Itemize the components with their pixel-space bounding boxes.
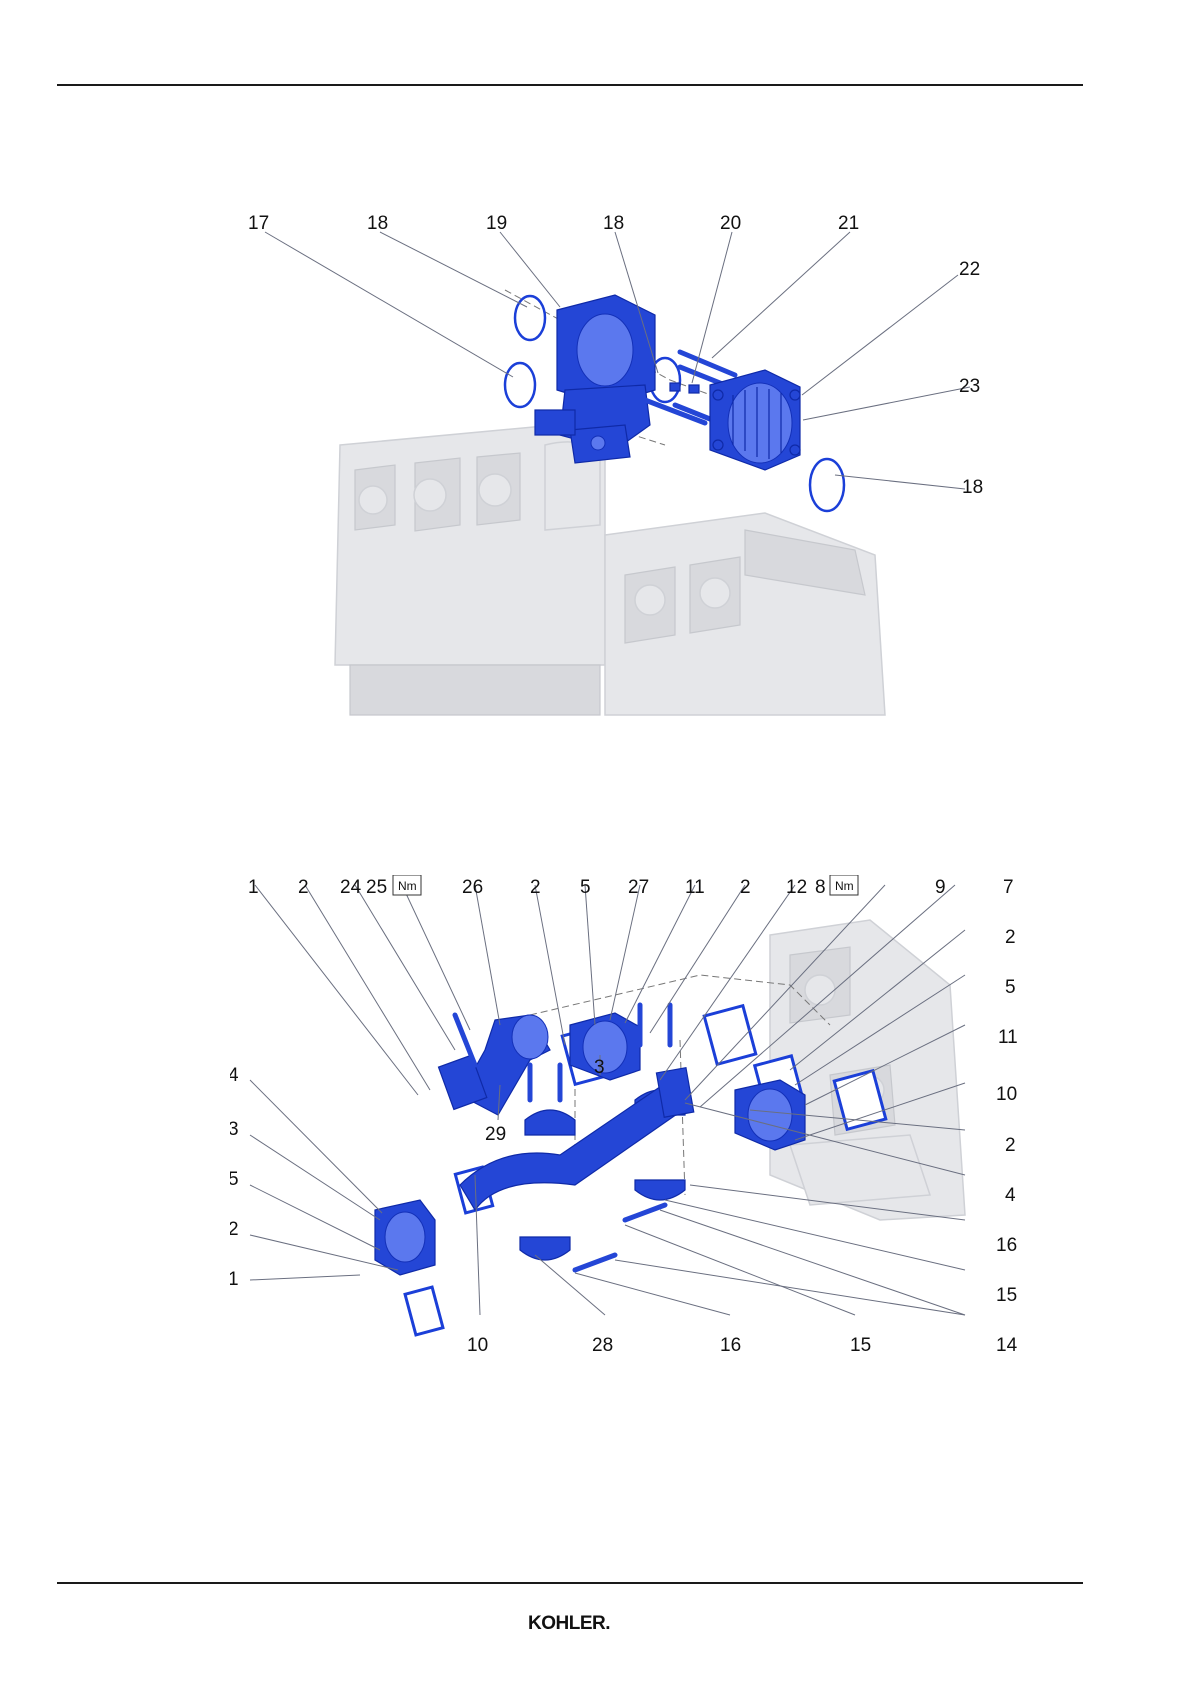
callout-5-left: 5 <box>230 1169 239 1190</box>
fitting-20b <box>689 385 699 393</box>
callout-4-left: 4 <box>230 1065 239 1086</box>
callout-5-right: 5 <box>1005 977 1016 998</box>
callout-23: 23 <box>959 376 980 397</box>
o-ring-17 <box>505 363 535 407</box>
gasket-2b <box>704 1006 756 1065</box>
callout-2-right-b: 2 <box>1005 1135 1016 1156</box>
clamp-28 <box>520 1237 570 1260</box>
callout-10-right: 10 <box>996 1084 1017 1105</box>
callout-15-right: 15 <box>996 1285 1017 1306</box>
callout-2-top-c: 2 <box>740 877 751 898</box>
callout-18-c: 18 <box>962 477 983 498</box>
callout-11-right: 11 <box>998 1027 1018 1048</box>
bellows-11 <box>735 1080 805 1150</box>
clamp-upper <box>525 1110 575 1135</box>
engine-block-background <box>335 425 885 715</box>
callout-8: 8 <box>815 877 826 898</box>
bellows-22 <box>710 370 800 470</box>
callout-18-a: 18 <box>367 213 388 234</box>
gasket-2f <box>405 1287 443 1335</box>
callout-1-top: 1 <box>248 877 259 898</box>
callout-9: 9 <box>935 877 946 898</box>
callout-25: 25 <box>366 877 387 898</box>
fitting-20a <box>670 383 680 391</box>
exploded-view-bottom: Nm Nm 1 2 24 25 26 2 5 27 11 2 12 8 9 7 … <box>230 875 1085 1400</box>
o-ring-18-left <box>515 296 545 340</box>
exploded-view-top: 17 18 19 18 20 21 22 23 18 <box>205 195 1085 720</box>
callout-7: 7 <box>1003 877 1014 898</box>
callout-22: 22 <box>959 259 980 280</box>
callout-26: 26 <box>462 877 483 898</box>
exploded-view-bottom-svg: Nm Nm 1 2 24 25 26 2 5 27 11 2 12 8 9 7 … <box>230 875 1085 1400</box>
callout-27: 27 <box>628 877 649 898</box>
exploded-view-top-svg: 17 18 19 18 20 21 22 23 18 <box>205 195 1085 720</box>
header-rule <box>57 84 1083 86</box>
callout-28: 28 <box>592 1335 613 1356</box>
torque-label-8: Nm <box>835 879 854 893</box>
callout-11-top: 11 <box>685 877 705 898</box>
callout-29: 29 <box>485 1124 506 1145</box>
bolt-14 <box>575 1255 615 1270</box>
alignment-line-bottom-3 <box>680 1040 685 1195</box>
callout-14: 14 <box>996 1335 1018 1356</box>
callout-19: 19 <box>486 213 507 234</box>
callout-2-right-a: 2 <box>1005 927 1016 948</box>
callout-4-right: 4 <box>1005 1185 1016 1206</box>
callout-18-b: 18 <box>603 213 624 234</box>
callout-16-bottom: 16 <box>720 1335 741 1356</box>
bellows-bottom-left <box>375 1200 435 1275</box>
bolt-15 <box>625 1205 665 1220</box>
callout-20: 20 <box>720 213 741 234</box>
callout-15-bottom: 15 <box>850 1335 871 1356</box>
o-ring-18-right <box>810 459 844 511</box>
callout-17: 17 <box>248 213 269 234</box>
callout-12: 12 <box>786 877 807 898</box>
callout-2-top-a: 2 <box>298 877 309 898</box>
callout-5-top: 5 <box>580 877 591 898</box>
callout-2-top-b: 2 <box>530 877 541 898</box>
callout-2-left: 2 <box>230 1219 239 1240</box>
callout-24: 24 <box>340 877 362 898</box>
clamp-lower-16 <box>635 1180 685 1200</box>
callout-10-bottom: 10 <box>467 1335 488 1356</box>
callout-16-right: 16 <box>996 1235 1017 1256</box>
callout-1-left: 1 <box>230 1269 239 1290</box>
kohler-logo: KOHLER. <box>528 1613 612 1633</box>
callout-21: 21 <box>838 213 859 234</box>
engine-block-background-bottom <box>770 920 965 1220</box>
callout-3-inner: 3 <box>594 1057 605 1078</box>
torque-label-25: Nm <box>398 879 417 893</box>
callout-3-left: 3 <box>230 1119 239 1140</box>
footer-rule <box>57 1582 1083 1584</box>
